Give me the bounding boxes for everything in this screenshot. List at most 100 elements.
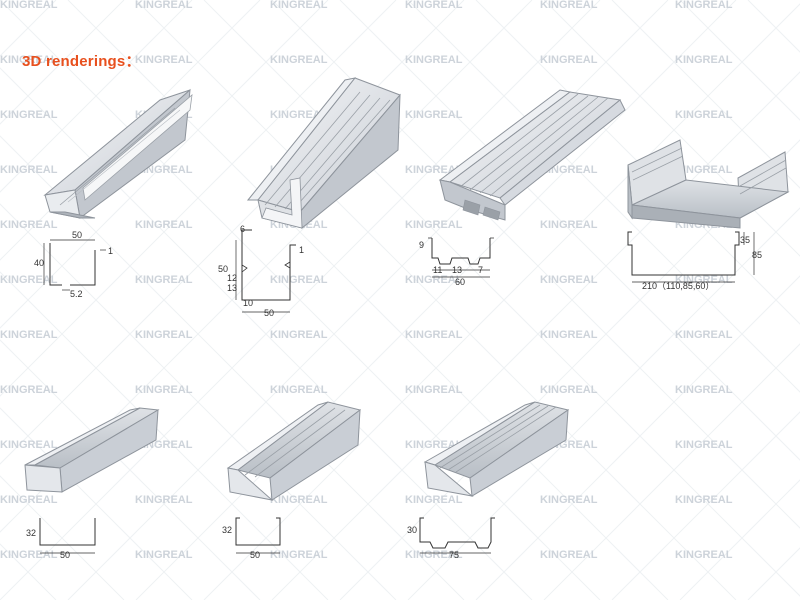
- watermark-logo: KINGREAL: [405, 164, 463, 176]
- dim-label: 13: [452, 265, 462, 275]
- dim-label: 32: [26, 528, 36, 538]
- watermark-logo: KINGREAL: [675, 274, 733, 286]
- watermark-logo: KINGREAL: [675, 439, 733, 451]
- watermark-hatch: [543, 343, 800, 600]
- watermark-hatch: [407, 207, 800, 600]
- profile-c-50-50-dimensions: 6 50 12 13 1 10 50: [218, 224, 304, 318]
- watermark-logo: KINGREAL: [675, 494, 733, 506]
- watermark-logo: KINGREAL: [0, 54, 58, 66]
- watermark-hatch: [0, 0, 533, 533]
- watermark-logo: KINGREAL: [405, 109, 463, 121]
- dim-label: 50: [60, 550, 70, 560]
- watermark-hatch: [271, 71, 800, 600]
- watermark-logo: KINGREAL: [405, 219, 463, 231]
- watermark-logo: KINGREAL: [405, 54, 463, 66]
- watermark-hatch: [679, 0, 800, 121]
- watermark-logo: KINGREAL: [405, 0, 463, 11]
- watermark-logo: KINGREAL: [405, 549, 463, 561]
- watermark-logo: KINGREAL: [135, 54, 193, 66]
- dim-label: 40: [34, 258, 44, 268]
- watermark-logo: KINGREAL: [405, 329, 463, 341]
- watermark-logo: KINGREAL: [0, 274, 58, 286]
- dim-label: 13: [227, 283, 237, 293]
- watermark-logo: KINGREAL: [270, 54, 328, 66]
- profile-u-50-32-rendering: [24, 407, 160, 493]
- watermark-logo: KINGREAL: [135, 274, 193, 286]
- watermark-logo: KINGREAL: [405, 494, 463, 506]
- dim-label: 50: [72, 230, 82, 240]
- watermark-logo: KINGREAL: [0, 494, 58, 506]
- watermark-logo: KINGREAL: [405, 384, 463, 396]
- dim-label: 32: [222, 525, 232, 535]
- profile-c-75-30-rendering: [423, 401, 570, 497]
- watermark-hatch: [0, 0, 125, 125]
- dim-label: 30: [407, 525, 417, 535]
- dim-label: 35: [740, 235, 750, 245]
- watermark-logo: KINGREAL: [0, 164, 58, 176]
- watermark-logo: KINGREAL: [675, 329, 733, 341]
- profile-u-210-85-rendering: [627, 139, 790, 229]
- profile-c-50-50-rendering: [246, 77, 401, 229]
- watermark-hatch: [0, 407, 193, 600]
- watermark-logo: KINGREAL: [675, 0, 733, 11]
- watermark-hatch: [611, 411, 800, 600]
- watermark-logo: KINGREAL: [675, 109, 733, 121]
- watermark-logo: KINGREAL: [540, 494, 598, 506]
- watermark-logo: KINGREAL: [0, 219, 58, 231]
- watermark-hatch: [135, 0, 737, 600]
- watermark-logo: KINGREAL: [135, 0, 193, 11]
- watermark-hatch: [0, 475, 125, 600]
- watermark-logo: KINGREAL: [540, 274, 598, 286]
- profile-c-50-32-dimensions: 32 50: [222, 517, 281, 560]
- watermark-logo: KINGREAL: [540, 219, 598, 231]
- watermark-logo: KINGREAL: [135, 219, 193, 231]
- profile-c-60-ribbed-dimensions: 9 11 13 7 60: [419, 237, 494, 287]
- dim-label: 60: [455, 277, 465, 287]
- profile-c-75-30-dimensions: 30 75: [407, 517, 495, 560]
- watermark-hatch: [0, 0, 601, 600]
- watermark-logo: KINGREAL: [540, 384, 598, 396]
- watermark-logo: KINGREAL: [270, 494, 328, 506]
- dim-label: 5.2: [70, 289, 83, 299]
- watermark-logo: KINGREAL: [0, 549, 58, 561]
- profile-u-210-85-dimensions: 35 85 210（110,85,60）: [627, 231, 762, 291]
- dim-label: 50: [250, 550, 260, 560]
- watermark-logo: KINGREAL: [270, 384, 328, 396]
- dim-label: 50: [264, 308, 274, 318]
- profile-u-50-40-dimensions: 50 40 1 5.2: [34, 230, 113, 299]
- watermark-logo: KINGREAL: [270, 109, 328, 121]
- dim-label: 85: [752, 250, 762, 260]
- dim-label: 75: [449, 550, 459, 560]
- watermark-hatch: [203, 3, 800, 600]
- watermark-logo: KINGREAL: [270, 274, 328, 286]
- watermark-logo: KINGREAL: [135, 494, 193, 506]
- watermark-logo: KINGREAL: [675, 384, 733, 396]
- dim-label: 1: [299, 245, 304, 255]
- watermark-logo: KINGREAL: [270, 329, 328, 341]
- watermark-logo: KINGREAL: [540, 329, 598, 341]
- watermark-logo: KINGREAL: [675, 549, 733, 561]
- watermark-logo: KINGREAL: [540, 549, 598, 561]
- watermark-hatch: [611, 0, 800, 189]
- profile-u-50-32-dimensions: 32 50: [26, 518, 96, 560]
- watermark-hatch: [679, 479, 800, 600]
- watermark-hatch: [475, 275, 800, 600]
- watermark-logo: KINGREAL: [270, 0, 328, 11]
- watermark-logo: KINGREAL: [405, 439, 463, 451]
- watermark-logo: KINGREAL: [0, 384, 58, 396]
- dim-label: 50: [218, 264, 228, 274]
- dim-label: 7: [478, 265, 483, 275]
- dim-label: 12: [227, 273, 237, 283]
- dim-label: 11: [433, 265, 442, 275]
- dim-label: 1: [108, 246, 113, 256]
- watermark-logo: KINGREAL: [540, 54, 598, 66]
- watermark-logo: KINGREAL: [135, 549, 193, 561]
- watermark-logo: KINGREAL: [0, 439, 58, 451]
- profile-c-60-ribbed-rendering: [438, 89, 626, 221]
- watermark-hatch: [0, 0, 329, 329]
- watermark-logo: KINGREAL: [135, 329, 193, 341]
- watermark-logo: KINGREAL: [270, 549, 328, 561]
- watermark-hatch: [543, 0, 800, 257]
